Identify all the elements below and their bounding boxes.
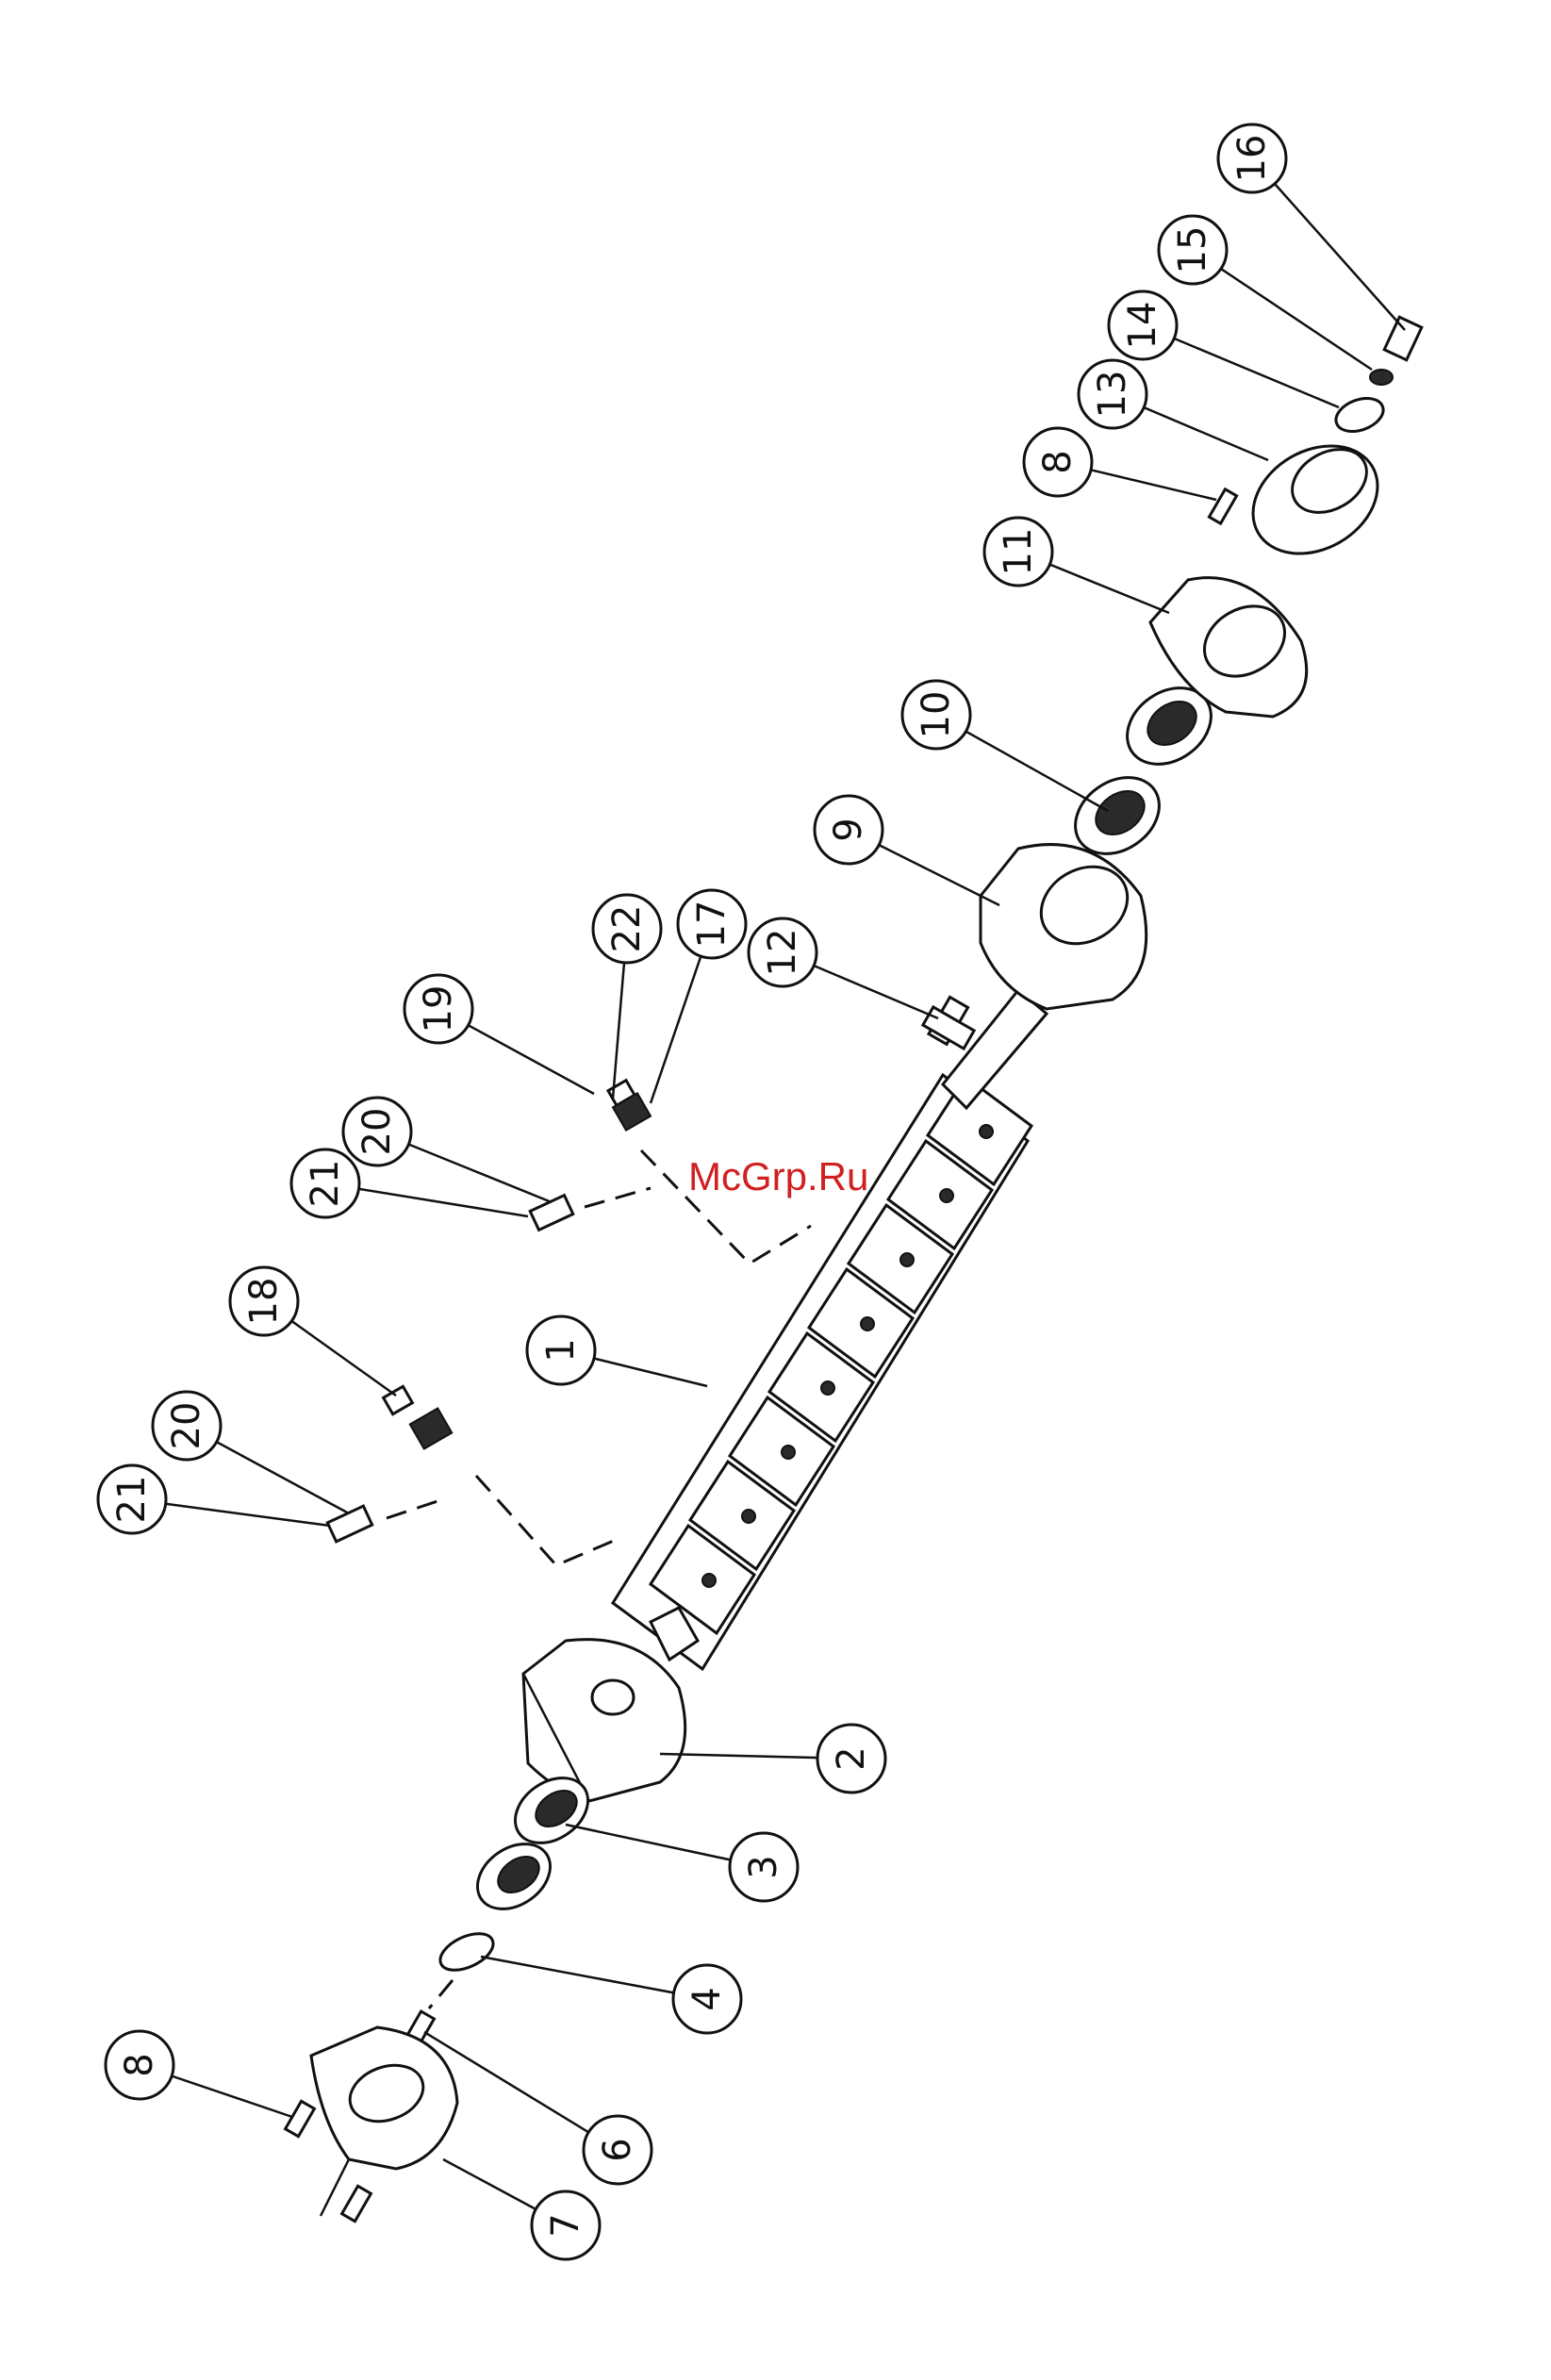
insert-screw-dot xyxy=(940,1189,953,1202)
callout-label-20a: 20 xyxy=(355,1108,399,1156)
watermark: McGrp.Ru xyxy=(688,1154,868,1198)
callout-label-8a: 8 xyxy=(1036,450,1080,473)
callout-label-16: 16 xyxy=(1230,135,1274,183)
callout-label-21b: 21 xyxy=(110,1476,154,1524)
bearing-housing-left xyxy=(523,1640,685,1801)
insert-screw-dot xyxy=(821,1381,834,1395)
callout-label-2: 2 xyxy=(830,1746,873,1770)
callout-label-19: 19 xyxy=(417,985,460,1033)
callout-label-9: 9 xyxy=(827,818,870,841)
callout-label-3: 3 xyxy=(742,1855,785,1878)
insert-screw-dot xyxy=(702,1574,716,1587)
insert-screw-dot xyxy=(980,1125,993,1138)
insert-screw-dot xyxy=(742,1510,755,1523)
callout-label-15: 15 xyxy=(1171,226,1214,274)
callout-label-10: 10 xyxy=(915,691,958,739)
insert-screw-dot xyxy=(900,1253,914,1266)
callout-label-17: 17 xyxy=(690,901,734,949)
callout-label-4: 4 xyxy=(685,1987,729,2010)
pulley-and-fasteners xyxy=(1209,317,1421,575)
callout-label-18: 18 xyxy=(242,1278,286,1326)
callout-label-7: 7 xyxy=(544,2213,587,2237)
callout-label-8b: 8 xyxy=(118,2053,161,2076)
callout-label-21a: 21 xyxy=(304,1160,347,1208)
callout-label-12: 12 xyxy=(761,929,804,977)
bearings-left xyxy=(465,1764,600,1922)
callout-label-6: 6 xyxy=(596,2138,639,2161)
callout-label-11: 11 xyxy=(997,528,1040,576)
callout-label-1: 1 xyxy=(539,1338,583,1362)
insert-screw-dot xyxy=(782,1446,795,1459)
callout-label-13: 13 xyxy=(1091,371,1134,419)
callout-label-20b: 20 xyxy=(165,1402,208,1450)
flange-left xyxy=(286,2027,457,2222)
insert-screw-dot xyxy=(861,1317,874,1330)
bearings-right xyxy=(1061,672,1226,869)
washer-and-bolt-left xyxy=(407,1926,499,2043)
callout-label-22: 22 xyxy=(605,905,649,953)
cutter-block-drawing xyxy=(613,981,1047,1669)
callout-label-14: 14 xyxy=(1121,302,1164,350)
insert-assembly-lower xyxy=(327,1386,622,1565)
